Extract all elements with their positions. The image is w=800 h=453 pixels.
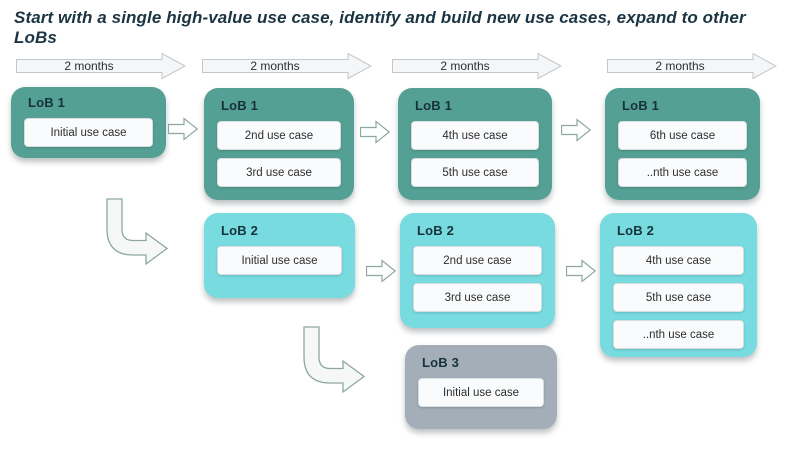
card-lob2-phase1: LoB 2 Initial use case (204, 213, 355, 298)
use-case-item: 5th use case (411, 158, 539, 187)
card-lob-label: LoB 1 (28, 95, 66, 110)
use-case-item: 5th use case (613, 283, 744, 312)
connector-arrow-icon (560, 118, 592, 142)
diagram-title: Start with a single high-value use case,… (14, 8, 746, 47)
curved-down-right-arrow-icon (303, 326, 366, 394)
card-lob-label: LoB 2 (417, 223, 455, 238)
card-lob-label: LoB 2 (221, 223, 259, 238)
card-lob1-phase3: LoB 1 4th use case 5th use case (398, 88, 552, 200)
use-case-item: 4th use case (411, 121, 539, 150)
timeline-arrow-4: 2 months (607, 52, 777, 80)
card-lob-label: LoB 1 (221, 98, 259, 113)
use-case-item: Initial use case (217, 246, 342, 275)
use-case-item: 3rd use case (413, 283, 542, 312)
curved-down-right-arrow-icon (106, 198, 169, 266)
card-lob-label: LoB 3 (422, 355, 460, 370)
use-case-item: 4th use case (613, 246, 744, 275)
right-arrow-icon (607, 52, 777, 80)
connector-arrow-icon (365, 259, 397, 283)
card-lob-label: LoB 1 (622, 98, 660, 113)
timeline-label: 2 months (655, 59, 705, 73)
connector-arrow-icon (565, 259, 597, 283)
right-arrow-icon (202, 52, 372, 80)
timeline-label: 2 months (440, 59, 490, 73)
use-case-item: 6th use case (618, 121, 747, 150)
timeline-label: 2 months (64, 59, 114, 73)
right-arrow-icon (392, 52, 562, 80)
use-case-item: 2nd use case (217, 121, 341, 150)
use-case-item: ..nth use case (618, 158, 747, 187)
card-lob1-phase1: LoB 1 Initial use case (11, 87, 166, 158)
card-lob1-phase4: LoB 1 6th use case ..nth use case (605, 88, 760, 200)
timeline-arrow-3: 2 months (392, 52, 562, 80)
connector-arrow-icon (167, 117, 199, 141)
card-lob2-phase3: LoB 2 4th use case 5th use case ..nth us… (600, 213, 757, 357)
right-arrow-icon (16, 52, 186, 80)
use-case-item: Initial use case (418, 378, 544, 407)
card-lob-label: LoB 1 (415, 98, 453, 113)
connector-arrow-icon (359, 120, 391, 144)
card-lob3-phase1: LoB 3 Initial use case (405, 345, 557, 429)
use-case-item: 2nd use case (413, 246, 542, 275)
use-case-item: ..nth use case (613, 320, 744, 349)
use-case-item: 3rd use case (217, 158, 341, 187)
timeline-arrow-1: 2 months (16, 52, 186, 80)
card-lob-label: LoB 2 (617, 223, 655, 238)
card-lob1-phase2: LoB 1 2nd use case 3rd use case (204, 88, 354, 200)
card-lob2-phase2: LoB 2 2nd use case 3rd use case (400, 213, 555, 328)
timeline-arrow-2: 2 months (202, 52, 372, 80)
timeline-label: 2 months (250, 59, 300, 73)
use-case-item: Initial use case (24, 118, 153, 147)
